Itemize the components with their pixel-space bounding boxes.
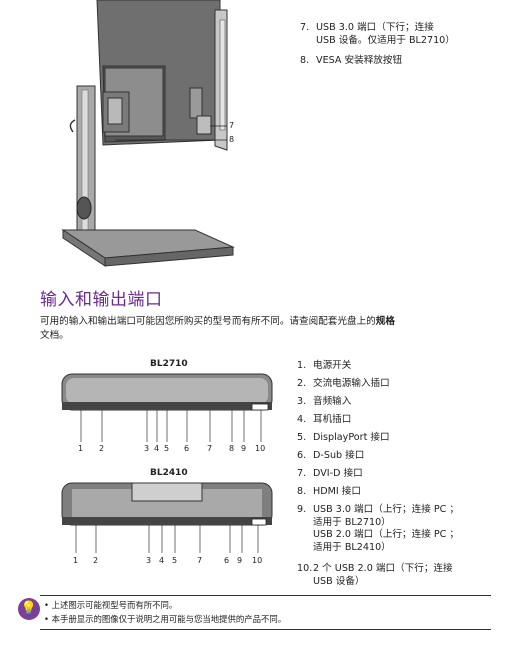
model-label-bl2710: BL2710: [150, 359, 188, 369]
callout-8: 8: [229, 135, 235, 144]
section-description: 可用的输入和输出端口可能因您所购买的型号而有所不同。请查阅配套光盘上的规格 文档…: [40, 316, 395, 341]
callout-number: 7: [207, 444, 213, 453]
callout-7: 7: [229, 121, 235, 130]
list-item: 7. USB 3.0 端口（下行；连接 USB 设备。仅适用于 BL2710）: [300, 22, 455, 46]
callout-number: 2: [93, 556, 99, 565]
callout-number: 9: [237, 556, 243, 565]
callout-number: 10: [252, 556, 263, 565]
callout-number: 7: [197, 556, 203, 565]
model-label-bl2410: BL2410: [150, 468, 188, 478]
callout-number: 3: [146, 556, 152, 565]
callout-number: 6: [184, 444, 190, 453]
callout-number: 6: [224, 556, 230, 565]
callout-number: 3: [144, 444, 150, 453]
callout-number: 1: [78, 444, 84, 453]
note-bottom-rule: [40, 629, 491, 630]
monitor-side-view-illustration: [61, 0, 235, 267]
bl2410-port-diagram: [61, 482, 273, 553]
note-line: • 本手册显示的图像仅于说明之用可能与您当地提供的产品不同。: [44, 614, 287, 624]
callout-number: 2: [99, 444, 105, 453]
lightbulb-icon: 💡: [18, 598, 40, 620]
callout-number: 1: [73, 556, 79, 565]
note-line: • 上述图示可能视型号而有所不同。: [44, 600, 178, 610]
callout-number: 10: [255, 444, 266, 453]
callout-number: 5: [164, 444, 170, 453]
callout-number: 9: [241, 444, 247, 453]
callout-number: 8: [229, 444, 235, 453]
callout-number: 5: [172, 556, 178, 565]
bl2710-port-diagram: [61, 373, 273, 442]
callout-number: 4: [154, 444, 160, 453]
section-title: 输入和输出端口: [40, 290, 163, 310]
callout-number: 4: [159, 556, 165, 565]
note-top-rule: [40, 595, 491, 596]
